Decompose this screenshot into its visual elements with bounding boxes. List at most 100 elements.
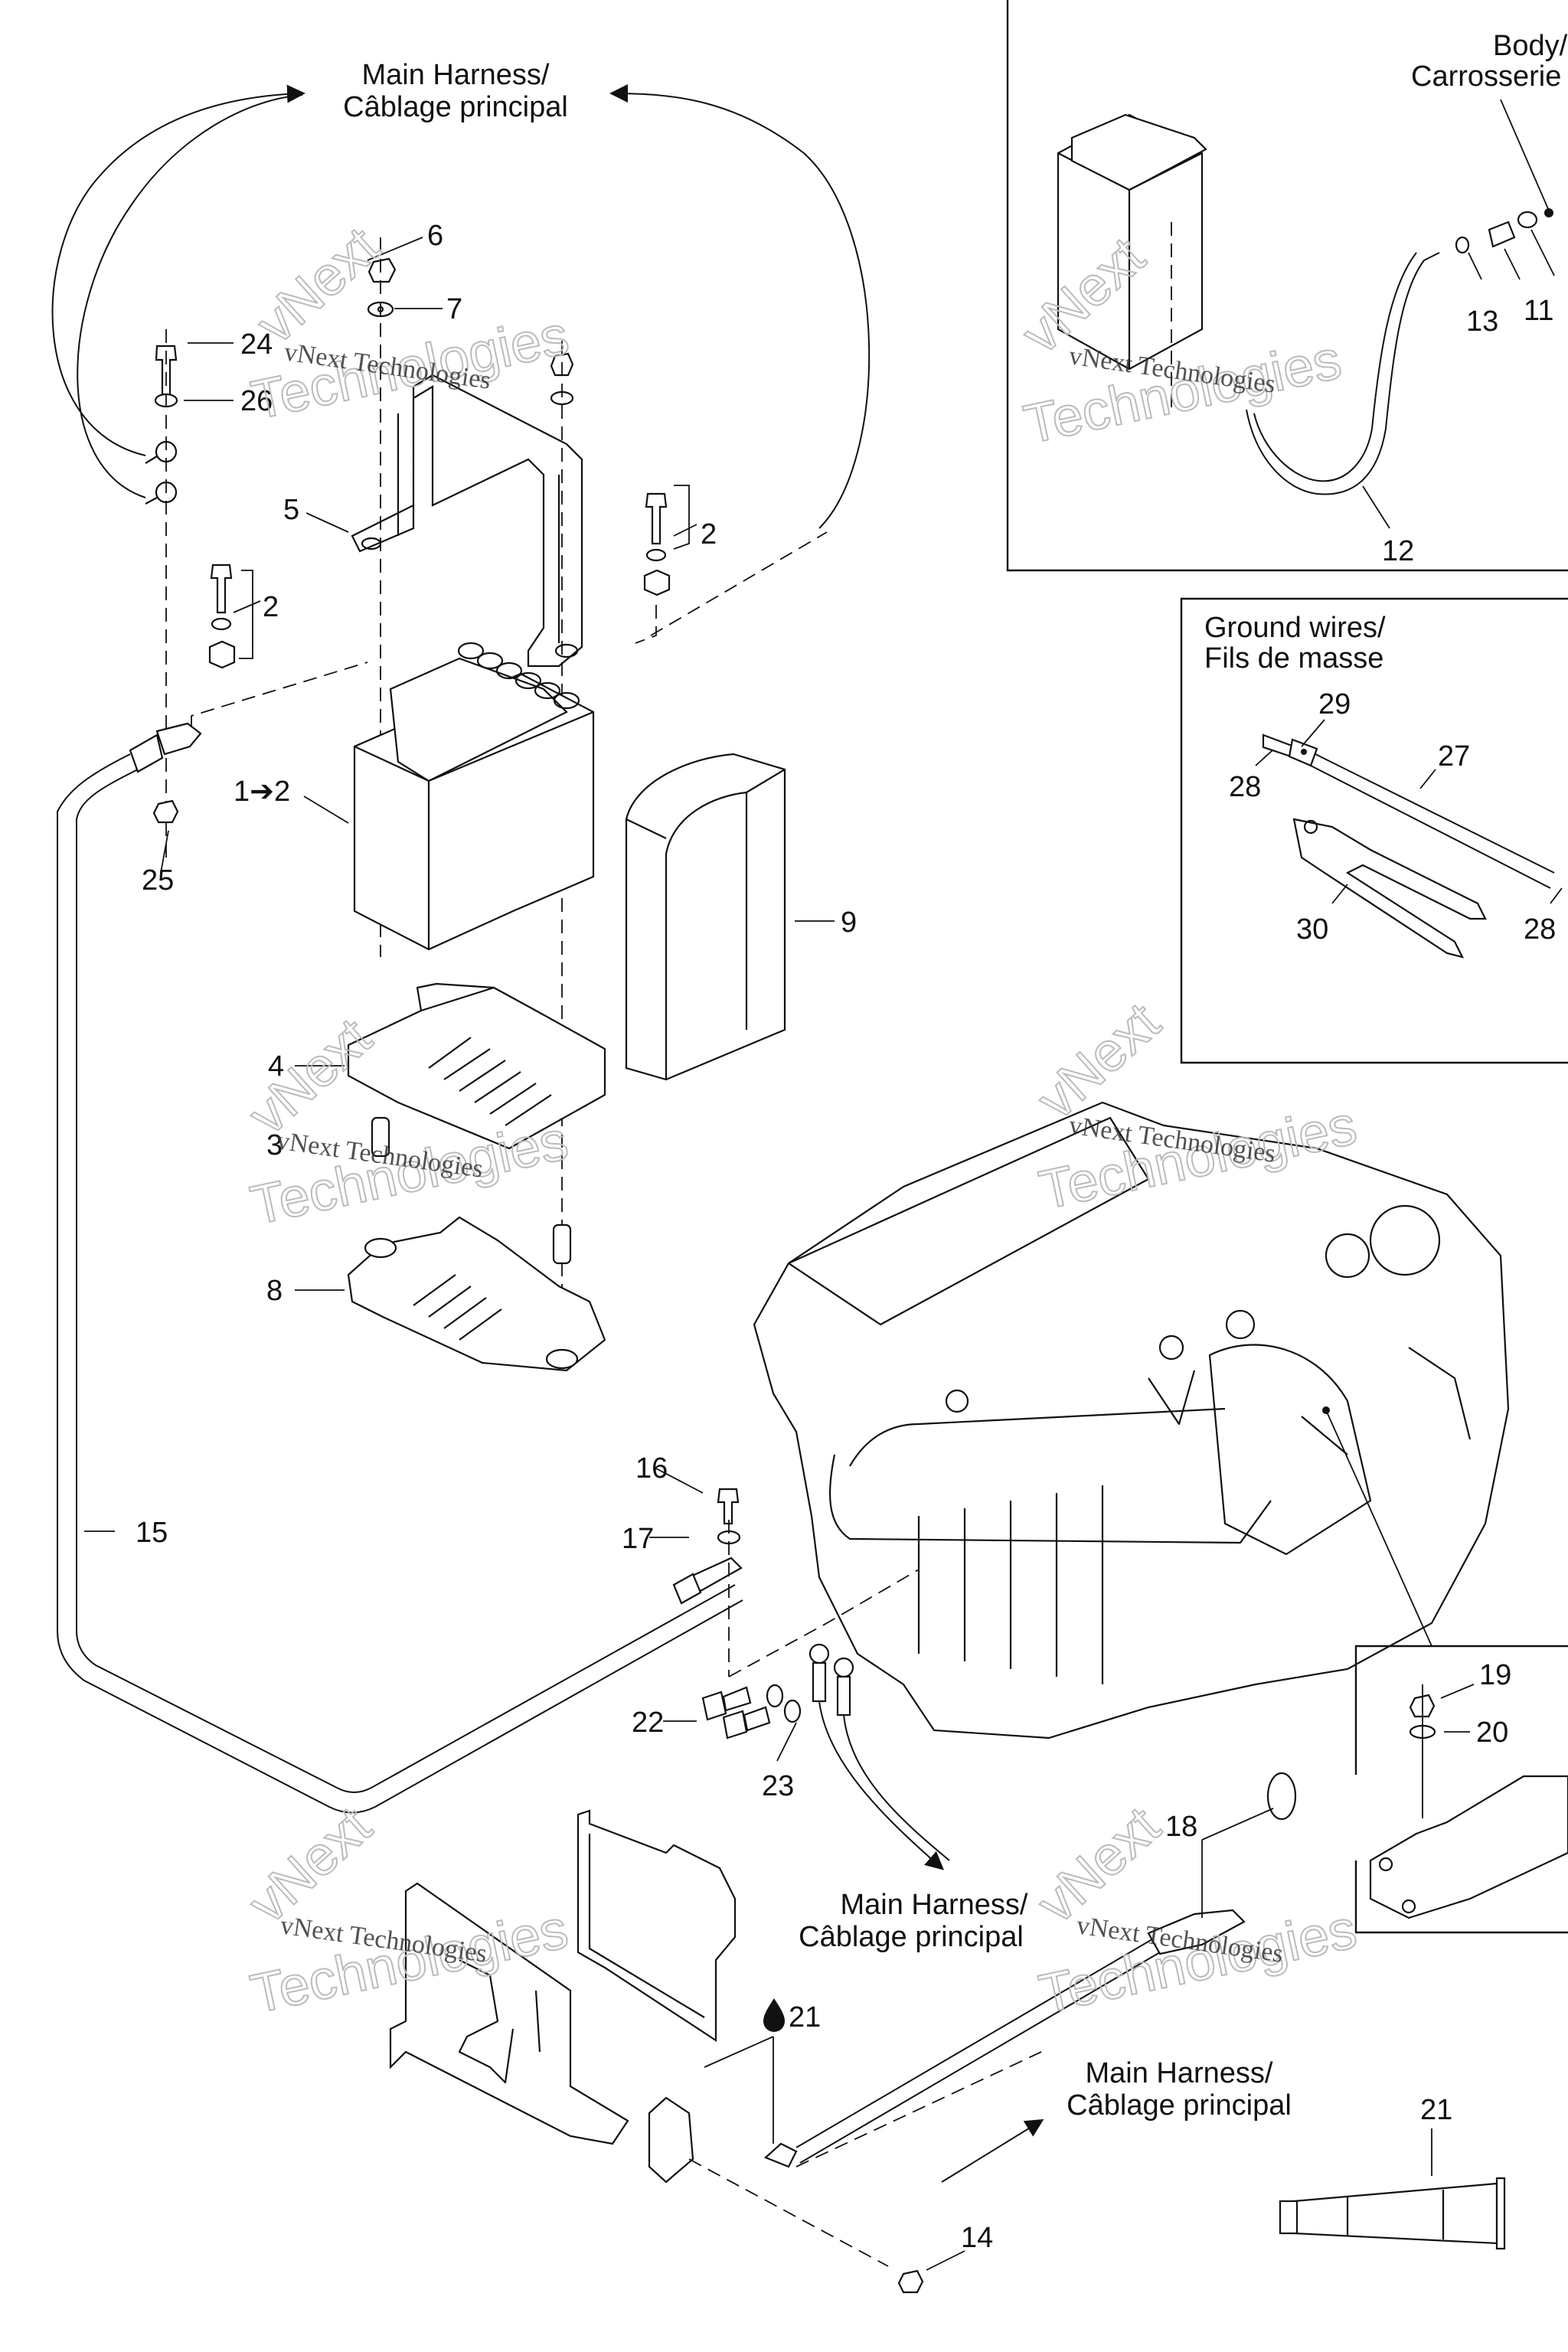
dielectric-grease-tube	[1279, 2177, 1506, 2250]
ground-wires-title-line1: Ground wires/	[1204, 612, 1386, 644]
callout-24: 24	[240, 328, 273, 361]
callout-20: 20	[1476, 1717, 1508, 1749]
callout-27: 27	[1438, 740, 1470, 773]
inset-dielectric-grease: 21	[1279, 2094, 1506, 2250]
body-label-line1: Body/	[1493, 30, 1568, 62]
callout-28-left: 28	[1229, 771, 1261, 803]
cable-projection-bottom	[688, 2051, 1042, 2267]
callout-25: 25	[142, 864, 174, 897]
inset-battery-vent: Body/ Carrosserie 13 11 12	[1006, 0, 1568, 572]
nut-6[interactable]	[368, 257, 397, 283]
watermark-outline-top: vNext	[237, 1795, 383, 1936]
watermark-6: Technologies vNext	[1025, 1795, 1363, 2026]
engine-block	[753, 1101, 1510, 1740]
callout-26: 26	[240, 385, 273, 417]
harness-label-line1: Main Harness/	[362, 59, 550, 91]
callout-3: 3	[266, 1129, 283, 1161]
bracket-projection	[635, 531, 828, 644]
callout-17: 17	[622, 1523, 654, 1555]
vent-fitting	[1455, 208, 1553, 254]
starter-motor	[1369, 1775, 1568, 1919]
body-label-line2: Carrosserie	[1411, 60, 1561, 93]
harness-wire-mid	[818, 1700, 945, 1870]
harness-wire-left-outer	[51, 84, 305, 456]
ground-wire-27	[1262, 733, 1555, 889]
plate-slots	[413, 1274, 502, 1341]
main-harness-label-bottom-right: Main Harness/ Câblage principal	[1067, 2057, 1292, 2122]
battery-cell-caps	[457, 642, 580, 710]
battery[interactable]	[353, 642, 595, 951]
tray-slots	[428, 1037, 552, 1126]
callout-15: 15	[136, 1517, 168, 1549]
ground-connector	[648, 2096, 694, 2184]
callout-9: 9	[841, 906, 857, 939]
inset-starter: 19 20	[1354, 1645, 1568, 1934]
lug-projection	[728, 1569, 920, 1677]
nut-25[interactable]	[152, 799, 179, 824]
ecm-mounting-bracket	[389, 1882, 629, 2145]
callout-8: 8	[266, 1275, 283, 1307]
nut-14[interactable]	[897, 2269, 924, 2294]
cable-projection	[191, 662, 368, 727]
drop-icon	[763, 1998, 785, 2032]
spacer-right	[552, 1223, 572, 1265]
callouts: 6 7 24 26 5 2 2 1➔2 25 9 4 3 8 15 16 17 …	[84, 220, 993, 2271]
bolt-kit-2-right[interactable]	[643, 485, 690, 596]
callout-29: 29	[1318, 688, 1351, 720]
callout-2-right: 2	[701, 518, 717, 550]
spacer-3[interactable]	[371, 1116, 390, 1158]
callout-22: 22	[632, 1707, 664, 1739]
callout-21-grease: 21	[789, 2001, 821, 2034]
harness-label-line1: Main Harness/	[1086, 2057, 1273, 2089]
callout-16: 16	[635, 1452, 668, 1485]
battery-tray-4[interactable]	[347, 982, 606, 1150]
callout-2-left: 2	[263, 591, 279, 623]
bolt-kit-2-left[interactable]	[208, 564, 253, 669]
harness-label-line2: Câblage principal	[1067, 2089, 1292, 2122]
washer-23[interactable]	[766, 1684, 802, 1723]
harness-wire-bottom	[941, 2118, 1044, 2183]
callout-4: 4	[268, 1050, 284, 1083]
harness-wire-left-inner	[77, 94, 303, 498]
callout-14: 14	[961, 2222, 993, 2254]
crimping-tool-30	[1292, 818, 1487, 959]
watermark-1: Technologies vNext	[244, 215, 574, 433]
leader-18	[1201, 1808, 1274, 1918]
ground-wires-title-line2: Fils de masse	[1204, 642, 1383, 675]
inset-ground-wires: Ground wires/ Fils de masse 28 29 27 30 …	[1180, 597, 1568, 1064]
watermarks: Technologies vNext vNext Technologies Te…	[237, 215, 1363, 2027]
harness-wire-mid-2	[843, 1714, 950, 1861]
callout-1-2: 1➔2	[234, 776, 290, 808]
callout-21-tube: 21	[1420, 2094, 1452, 2126]
ground-terminals	[808, 1643, 854, 1717]
harness-wire-right	[609, 84, 871, 529]
inset-battery	[1057, 113, 1207, 371]
starter-leader	[1325, 1410, 1432, 1647]
callout-28-right: 28	[1524, 913, 1556, 946]
main-harness-label-top: Main Harness/ Câblage principal	[343, 59, 568, 123]
callout-23: 23	[762, 1770, 794, 1802]
harness-label-line2: Câblage principal	[343, 91, 568, 123]
callout-5: 5	[283, 494, 299, 526]
callout-11: 11	[1524, 295, 1553, 327]
ecm-module	[577, 1809, 737, 2043]
dielectric-grease-callout: 21	[704, 1998, 821, 2144]
battery-support-plate-8[interactable]	[347, 1216, 606, 1372]
callout-18: 18	[1165, 1811, 1197, 1843]
bolt-16[interactable]	[717, 1488, 740, 1525]
ring-terminals	[145, 440, 178, 505]
battery-cable-15[interactable]	[57, 722, 743, 1814]
positive-cable-18[interactable]	[763, 1772, 1297, 2168]
main-harness-label-middle: Main Harness/ Câblage principal	[799, 1889, 1028, 1953]
bolt-22[interactable]	[701, 1686, 752, 1721]
battery-hold-down-bracket[interactable]	[351, 374, 583, 668]
bolt-22b	[722, 1706, 771, 1740]
battery-cover-9[interactable]	[625, 753, 786, 1081]
cable-lug-16	[672, 1557, 743, 1605]
callout-30: 30	[1296, 913, 1328, 946]
callout-13: 13	[1466, 305, 1498, 338]
callout-7: 7	[446, 293, 462, 325]
callout-19: 19	[1479, 1659, 1511, 1691]
callout-12: 12	[1382, 535, 1414, 567]
